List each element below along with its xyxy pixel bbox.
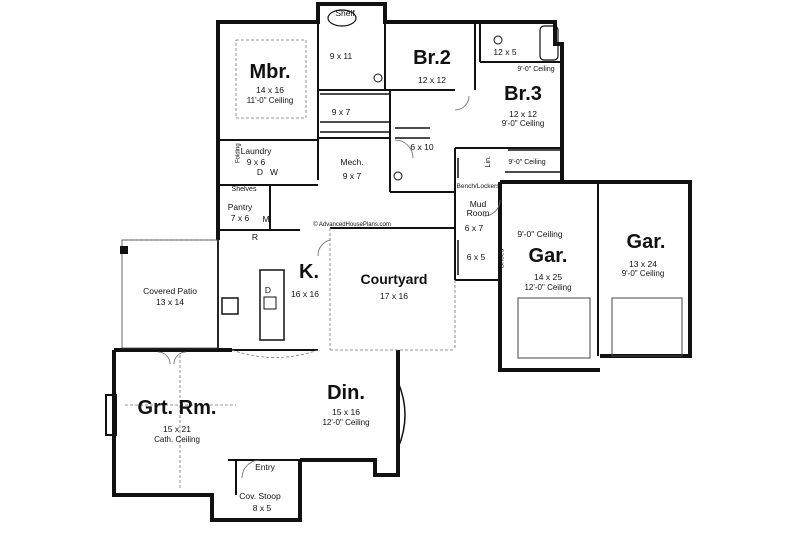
room-name-shoes: Shoes [498, 248, 506, 269]
room-dim-br3: 12 x 12 [509, 109, 537, 119]
soaking-tub-icon [327, 9, 357, 27]
room-name-shelf: Shelf [335, 8, 355, 18]
room-name-lin: Lin. [484, 156, 492, 168]
room-name-folding: Folding [235, 143, 242, 163]
room-dim-garage1: 14 x 25 [534, 272, 562, 282]
room-ceiling-grt: Cath. Ceiling [154, 435, 200, 444]
room-name-kitchen: K. [299, 261, 319, 283]
range-icon [221, 297, 239, 315]
room-dim-patio: 13 x 14 [156, 297, 184, 307]
room-dim-mbath: 9 x 11 [329, 51, 353, 61]
room-dim-mbr: 14 x 16 [256, 85, 284, 95]
room-name-patio: Covered Patio [143, 286, 197, 296]
room-ceiling-bath-top: 9'-0" Ceiling [517, 66, 555, 73]
room-name-bench: Bench/Lockers [456, 183, 500, 190]
sink-icon [263, 296, 277, 310]
appliance-microwave: M [262, 214, 270, 224]
closet-shelving [320, 93, 560, 275]
room-note-garage1: 9'-0" Ceiling [517, 229, 563, 239]
room-dim-shoes: 6 x 5 [466, 252, 486, 262]
room-dim-mech: 9 x 7 [342, 171, 362, 181]
room-ceiling-mbr: 11'-0" Ceiling [246, 96, 294, 105]
room-name-stoop: Cov. Stoop [239, 491, 281, 501]
room-ceiling-lin: 9'-0" Ceiling [508, 159, 546, 166]
room-ceiling-din: 12'-0" Ceiling [322, 418, 370, 427]
garage-doors [517, 297, 683, 359]
door-swings [157, 95, 501, 479]
room-name-entry: Entry [255, 462, 275, 472]
room-dim-hall: 6 x 10 [410, 142, 434, 152]
room-dim-garage2: 13 x 24 [629, 259, 657, 269]
toilet-icon [373, 73, 383, 83]
room-ceiling-br3: 9'-0" Ceiling [501, 119, 545, 128]
room-ceiling-garage2: 9'-0" Ceiling [621, 269, 665, 278]
room-dim-bath-top: 12 x 5 [493, 47, 517, 57]
watermark: © AdvancedHousePlans.com [313, 222, 391, 228]
room-name-laundry: Laundry [240, 146, 272, 156]
room-dim-stoop: 8 x 5 [252, 503, 272, 513]
fireplace-icon [105, 394, 117, 436]
patio-column [120, 246, 128, 254]
room-name-mbr: Mbr. [249, 61, 291, 83]
appliance-dryer: D [256, 167, 264, 177]
room-dim-courtyard: 17 x 16 [380, 291, 408, 301]
room-name-courtyard: Courtyard [360, 271, 428, 287]
toilet-icon [393, 171, 403, 181]
room-name-mudroom: Mud Room [466, 199, 490, 218]
room-dim-pantry: 7 x 6 [230, 213, 250, 223]
appliance-dishwasher: D [264, 285, 272, 295]
room-dim-din: 15 x 16 [332, 407, 360, 417]
kitchen-island [259, 269, 285, 341]
room-name-shelves: Shelves [231, 186, 257, 193]
room-name-garage2: Gar. [626, 231, 666, 253]
room-dim-mcloset: 9 x 7 [331, 107, 351, 117]
bathtub-icon [539, 25, 559, 61]
room-dim-grt: 15 x 21 [163, 424, 191, 434]
dashed-guides [121, 39, 456, 490]
toilet-icon [493, 35, 503, 45]
interior-walls [217, 22, 599, 495]
appliance-washer: W [269, 167, 279, 177]
room-name-br2: Br.2 [413, 47, 451, 69]
room-ceiling-garage1: 12'-0" Ceiling [524, 283, 572, 292]
room-dim-br2: 12 x 12 [418, 75, 446, 85]
room-name-pantry: Pantry [227, 202, 253, 212]
exterior-walls [112, 2, 692, 522]
room-dim-laundry: 9 x 6 [246, 157, 266, 167]
room-name-mech: Mech. [340, 157, 364, 167]
room-dim-kitchen: 16 x 16 [291, 289, 319, 299]
appliance-fridge: R [251, 232, 259, 242]
room-name-grt: Grt. Rm. [137, 397, 217, 419]
room-dim-mudroom: 6 x 7 [464, 223, 484, 233]
room-name-br3: Br.3 [504, 83, 542, 105]
room-name-din: Din. [327, 382, 365, 404]
bay-window [397, 381, 406, 449]
room-name-garage1: Gar. [528, 245, 568, 267]
